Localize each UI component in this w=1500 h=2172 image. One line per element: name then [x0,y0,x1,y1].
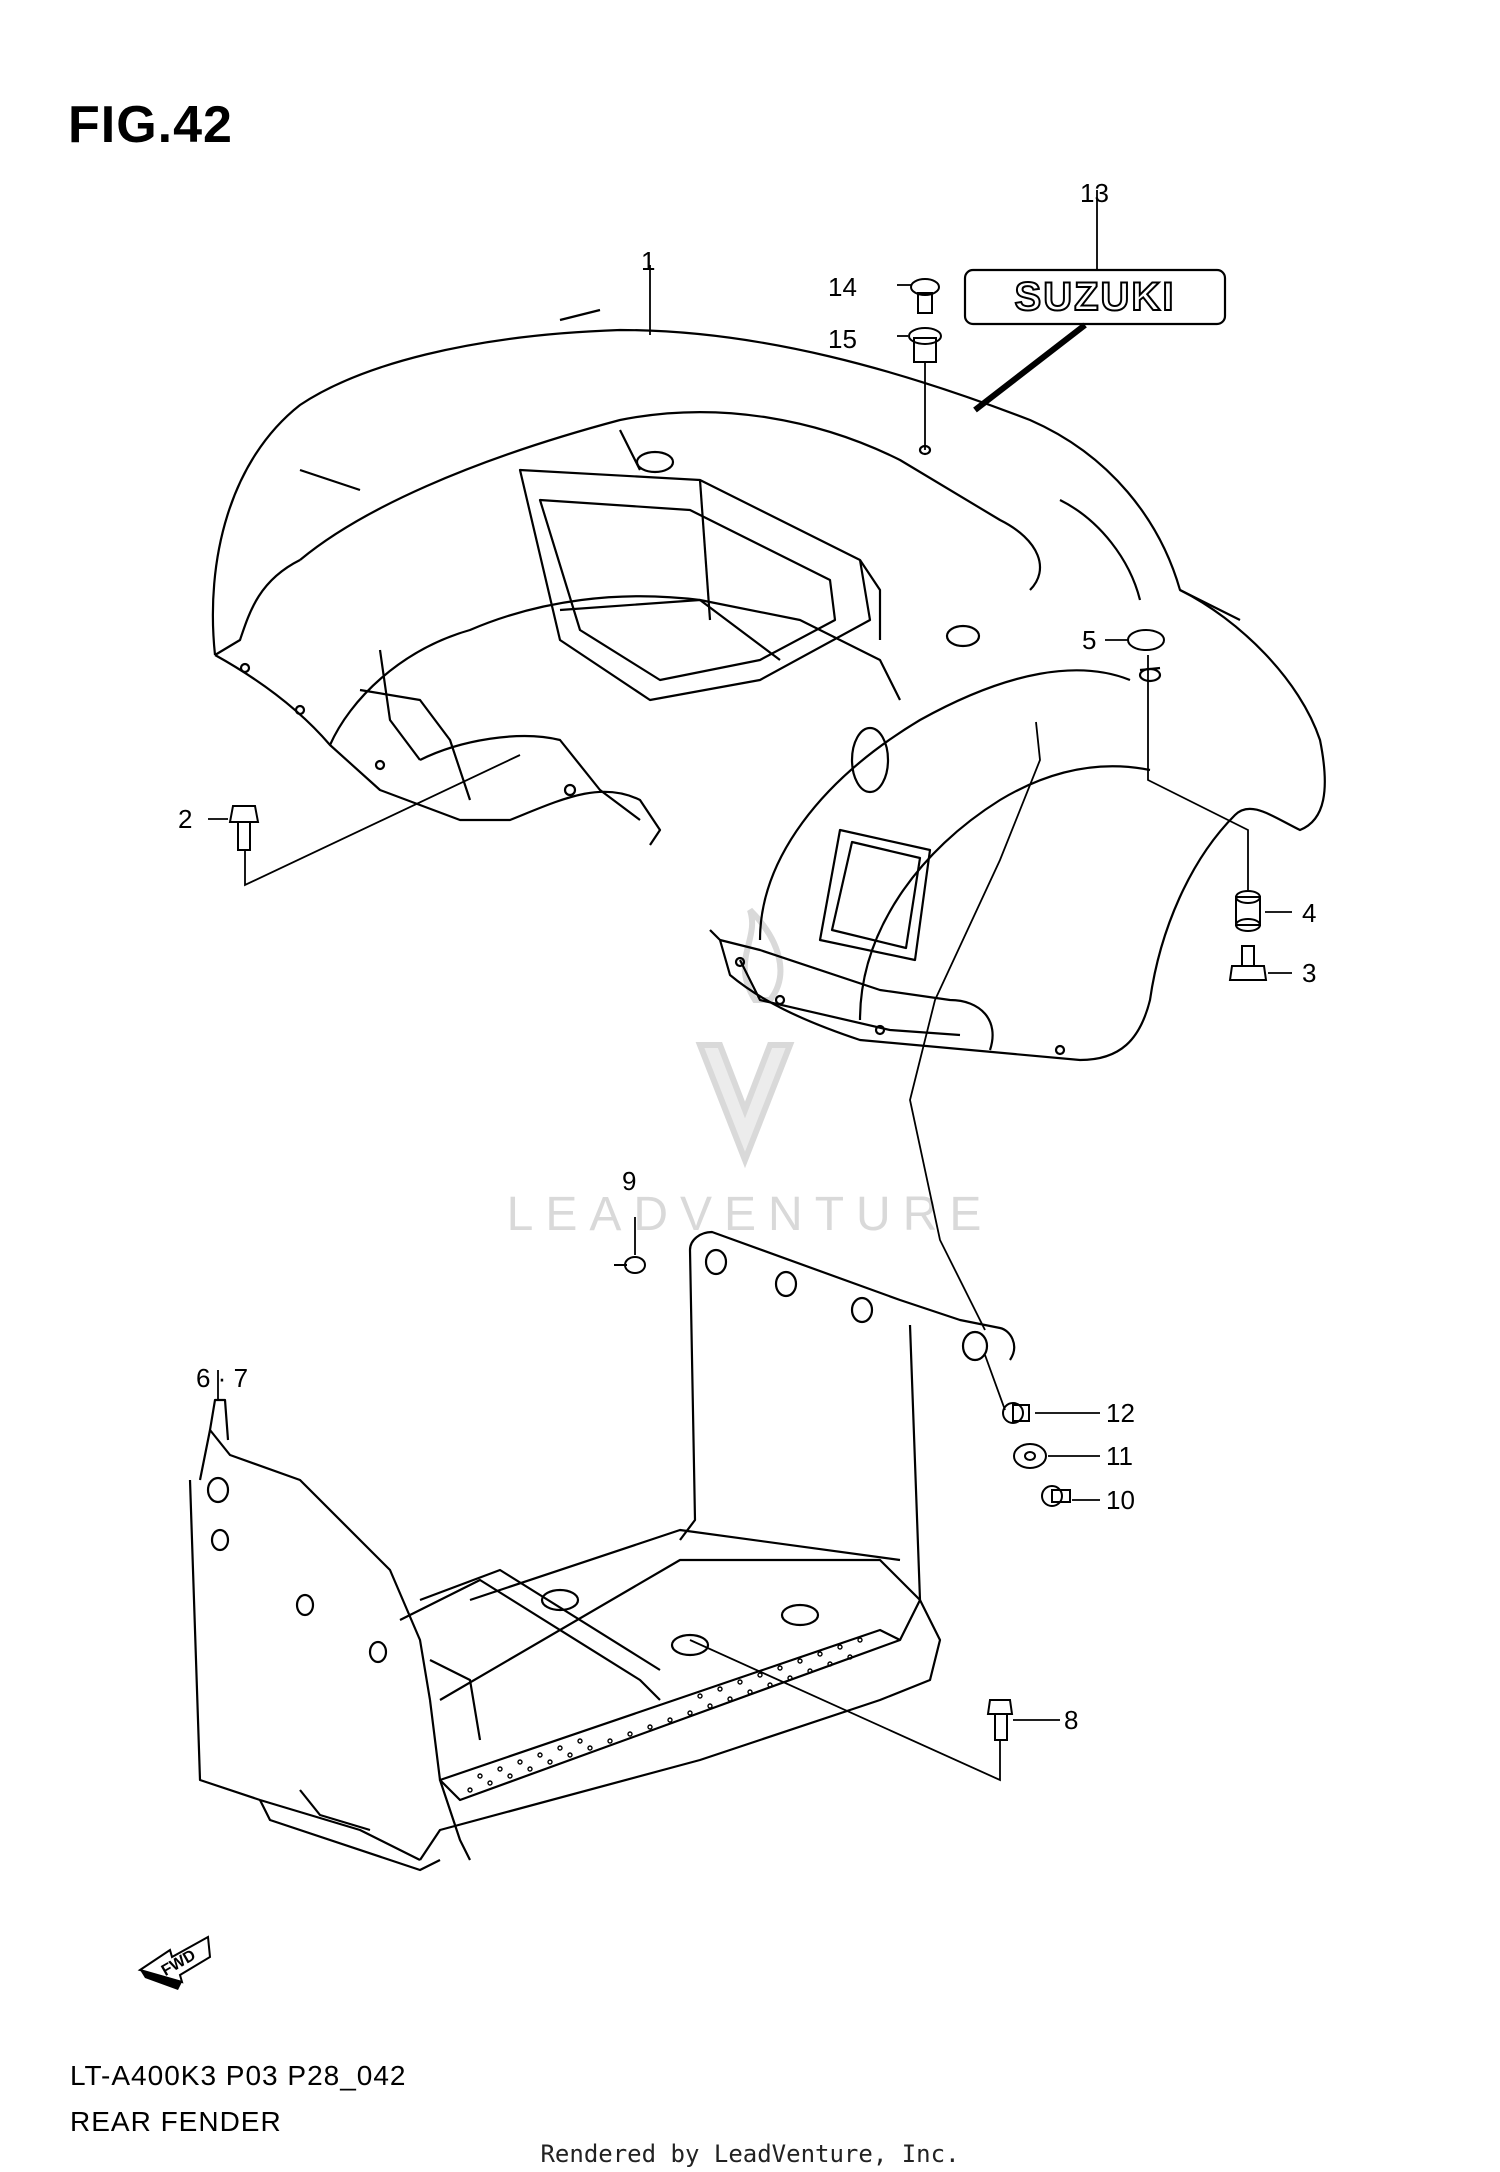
suzuki-emblem-text: SUZUKI [1015,275,1176,319]
watermark-v-icon [695,1042,795,1169]
callout-4: 4 [1302,898,1317,928]
callout-11: 11 [1106,1441,1133,1471]
callout-13: 13 [1080,178,1109,208]
bolt-2-icon [228,805,260,851]
model-code: LT-A400K3 P03 P28_042 [70,2060,407,2091]
callout-5: 5 [1082,625,1097,655]
figure-title: FIG.42 [68,96,233,154]
fasteners [228,278,1268,1741]
bolt-8-icon [986,1699,1014,1741]
callout-1: 1 [641,246,656,276]
section-name: REAR FENDER [70,2106,282,2137]
callout-2: 2 [178,804,193,834]
fwd-arrow-icon: FWD [137,1935,212,1990]
callout-14: 14 [828,272,857,302]
callout-10: 10 [1106,1485,1135,1515]
watermark-text: LEADVENTURE [507,1188,994,1241]
rivet-9-icon [614,1256,646,1274]
watermark-flame-icon [741,907,784,1003]
suzuki-emblem-part: SUZUKI [963,268,1227,413]
footer-credit: Rendered by LeadVenture, Inc. [540,2140,960,2168]
rear-fender-inner-part [188,1230,1016,1872]
callout-6-7: 6 · 7 [196,1363,249,1393]
screw-10-icon [1041,1485,1071,1507]
bolt-3-icon [1228,945,1268,981]
bolt-12-icon [1002,1402,1030,1424]
screw-14-icon [910,278,940,314]
collar-4-icon [1235,890,1261,932]
callout-12: 12 [1106,1398,1135,1428]
callout-15: 15 [828,324,857,354]
washer-11-icon [1013,1443,1047,1469]
watermark [695,907,795,1169]
callout-8: 8 [1064,1705,1079,1735]
bushing-15-icon [908,327,942,363]
grommet-5-icon [1127,629,1165,651]
callout-9: 9 [622,1166,637,1196]
perforation-pattern [467,1637,863,1793]
leader-lines [208,190,1292,1782]
callout-3: 3 [1302,958,1317,988]
rear-fender-part [211,308,1326,1062]
